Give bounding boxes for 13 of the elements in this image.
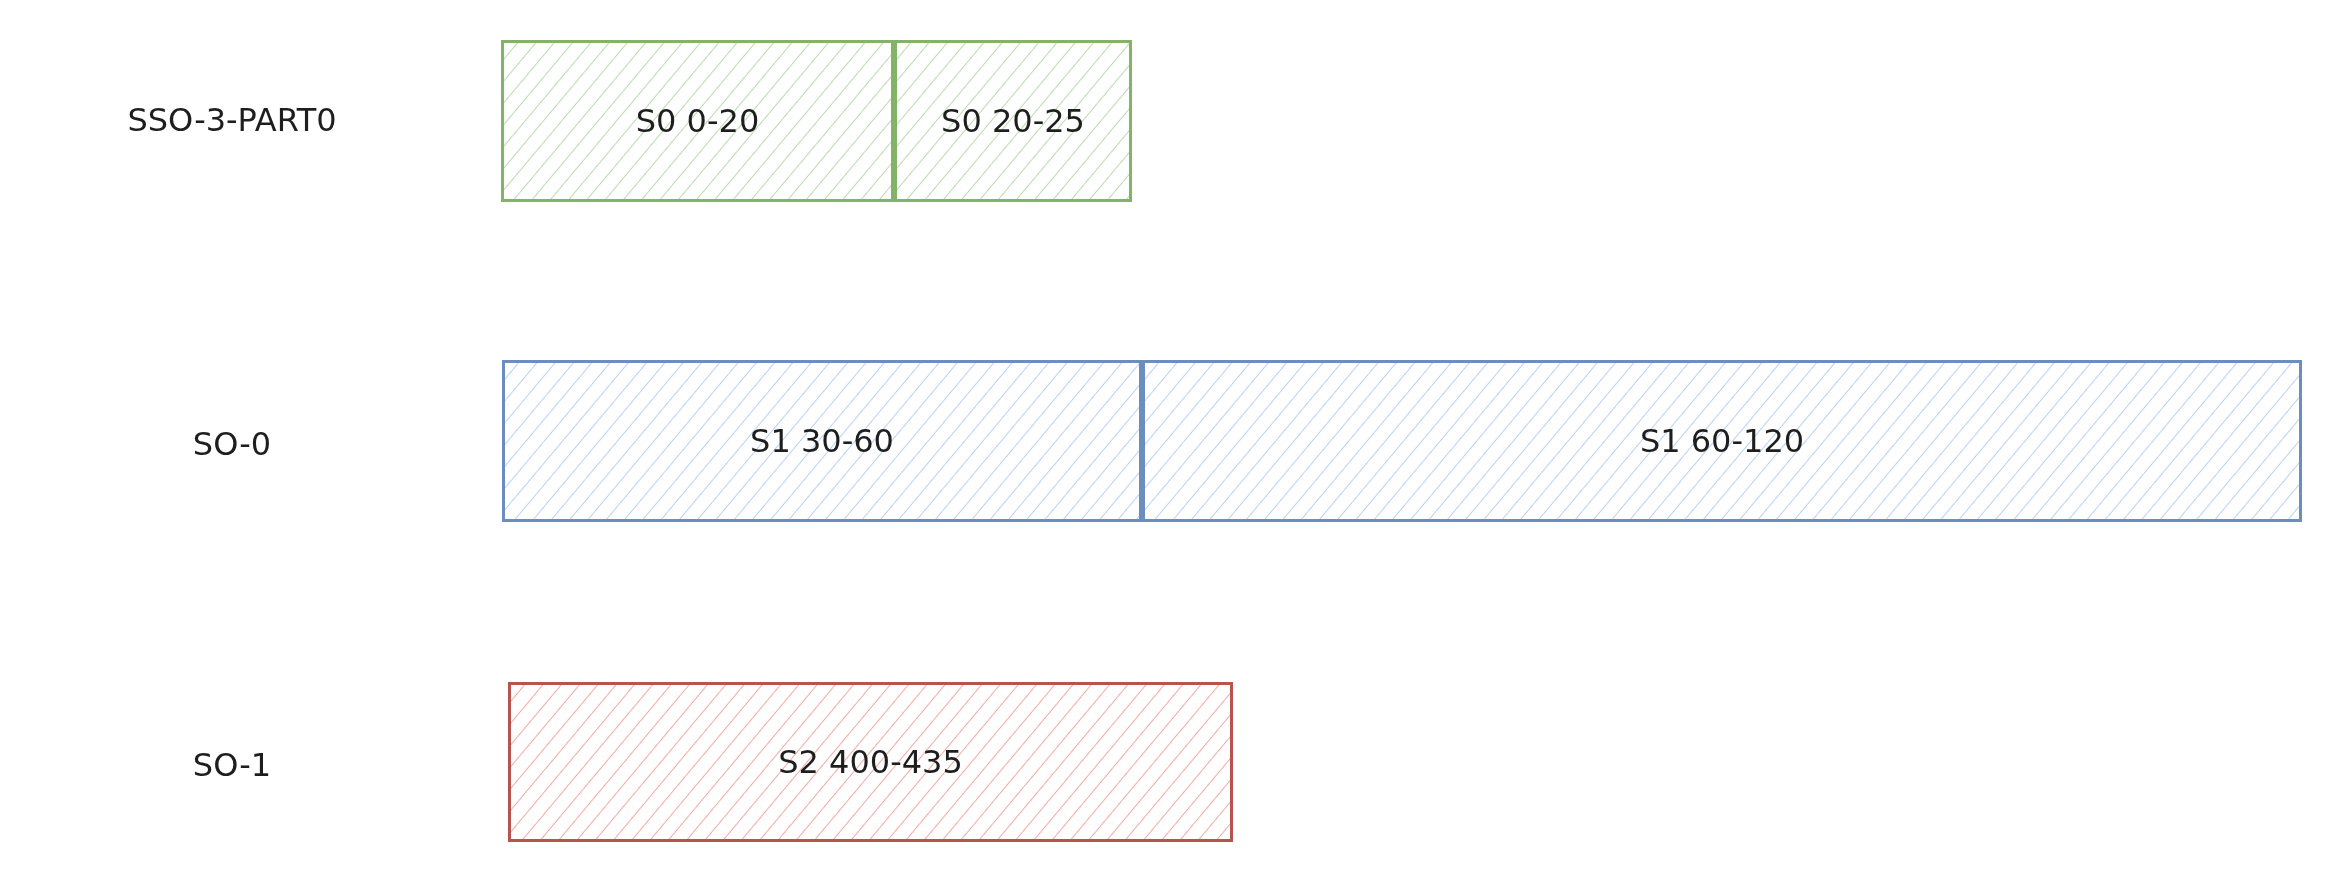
segment-label: S0 0-20 bbox=[635, 102, 760, 140]
row-label: SO-0 bbox=[192, 425, 272, 463]
row-label: SSO-3-PART0 bbox=[127, 101, 337, 139]
segment-box bbox=[1142, 360, 2302, 522]
segment-box bbox=[508, 682, 1233, 842]
segment-label: S0 20-25 bbox=[941, 102, 1085, 140]
segment-label: S1 60-120 bbox=[1639, 422, 1805, 460]
row-label: SO-1 bbox=[192, 746, 272, 784]
segment-box bbox=[501, 40, 894, 202]
segment-label: S2 400-435 bbox=[778, 743, 963, 781]
segment-label: S1 30-60 bbox=[750, 422, 894, 460]
segment-box bbox=[894, 40, 1132, 202]
segment-box bbox=[502, 360, 1142, 522]
